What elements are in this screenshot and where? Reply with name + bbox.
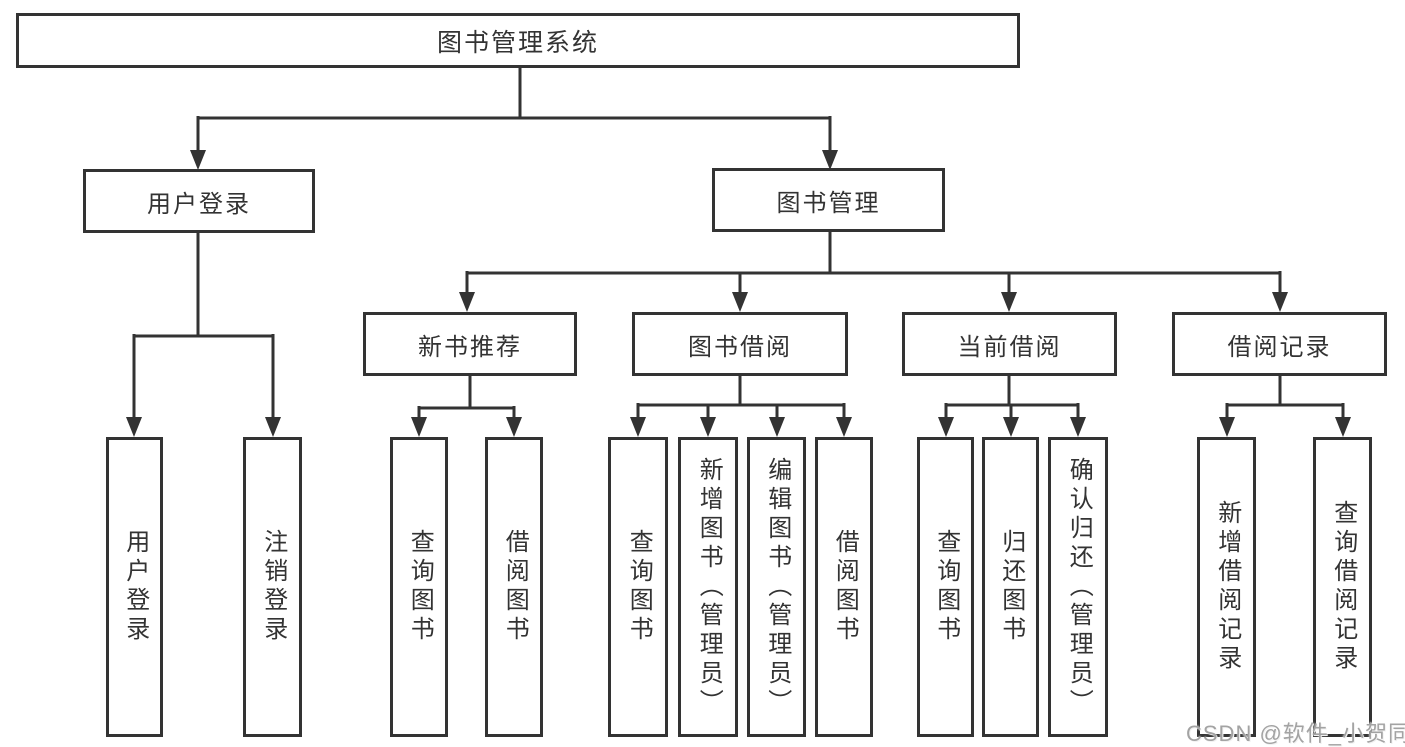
leaf-current-query-books: 查询图书 (917, 437, 974, 737)
leaf-records-add-borrow-record: 新增借阅记录 (1197, 437, 1256, 737)
node-user-login-group: 用户登录 (83, 169, 315, 233)
leaf-logout: 注销登录 (243, 437, 302, 737)
node-current-borrowing: 当前借阅 (902, 312, 1117, 376)
arrowheads (126, 150, 1351, 437)
leaf-recommend-borrow-books: 借阅图书 (485, 437, 543, 737)
leaf-borrowing-query-books: 查询图书 (608, 437, 668, 737)
leaf-borrowing-add-books-admin: 新增图书（管理员） (678, 437, 738, 737)
leaf-borrowing-edit-books-admin: 编辑图书（管理员） (747, 437, 806, 737)
leaf-recommend-query-books: 查询图书 (390, 437, 448, 737)
node-new-book-recommend: 新书推荐 (363, 312, 577, 376)
node-book-management: 图书管理 (712, 168, 945, 232)
node-root-system: 图书管理系统 (16, 13, 1020, 68)
leaf-borrowing-borrow-books: 借阅图书 (815, 437, 873, 737)
leaf-user-login: 用户登录 (106, 437, 163, 737)
csdn-watermark: CSDN @软件_小贺同学 (1186, 721, 1405, 746)
node-book-borrowing: 图书借阅 (632, 312, 848, 376)
leaf-records-query-borrow-record: 查询借阅记录 (1313, 437, 1372, 737)
leaf-current-return-books: 归还图书 (982, 437, 1039, 737)
node-borrowing-records: 借阅记录 (1172, 312, 1387, 376)
leaf-current-confirm-return-admin: 确认归还（管理员） (1048, 437, 1108, 737)
